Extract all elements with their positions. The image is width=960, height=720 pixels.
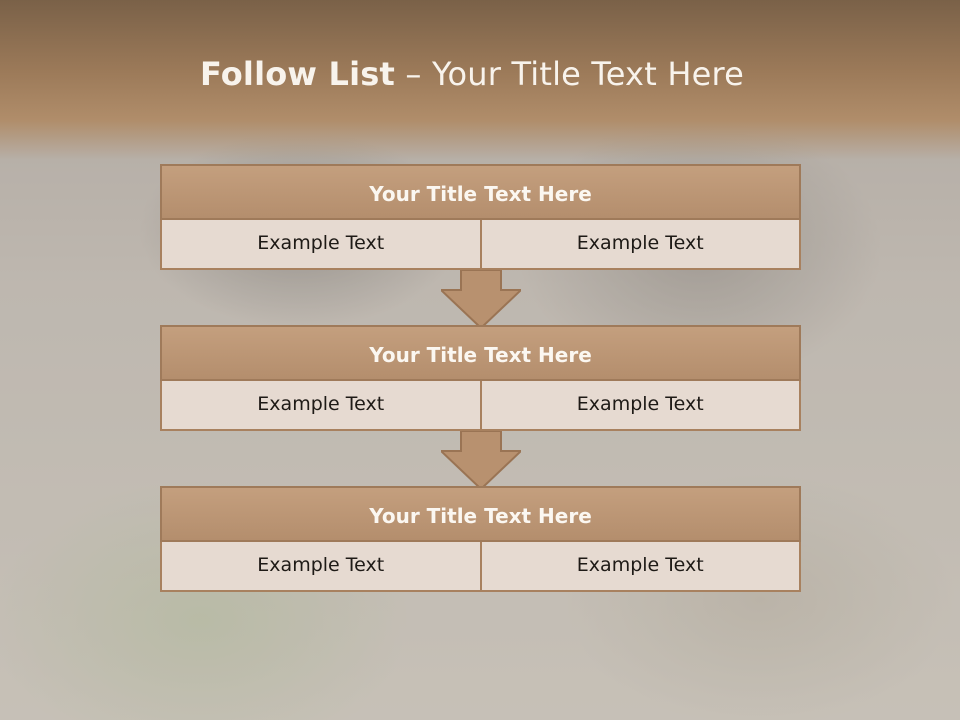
list-block-2: Your Title Text Here Example Text Exampl… — [160, 325, 801, 431]
block-row: Example Text Example Text — [160, 220, 801, 270]
block-cell-left: Example Text — [160, 542, 482, 592]
block-cell-left: Example Text — [160, 381, 482, 431]
block-cell-right: Example Text — [481, 542, 801, 592]
slide-title-bold: Follow List — [199, 55, 396, 93]
block-title: Your Title Text Here — [160, 164, 801, 220]
block-title: Your Title Text Here — [160, 325, 801, 381]
list-block-1: Your Title Text Here Example Text Exampl… — [160, 164, 801, 270]
block-cell-right: Example Text — [481, 381, 801, 431]
down-arrow-icon — [441, 431, 521, 489]
block-row: Example Text Example Text — [160, 381, 801, 431]
header-band — [0, 0, 960, 160]
slide-title-rest: – Your Title Text Here — [395, 55, 745, 93]
down-arrow-icon — [441, 270, 521, 328]
block-cell-right: Example Text — [481, 220, 801, 270]
list-block-3: Your Title Text Here Example Text Exampl… — [160, 486, 801, 592]
slide-title: Follow List – Your Title Text Here — [0, 55, 944, 93]
block-cell-left: Example Text — [160, 220, 482, 270]
block-row: Example Text Example Text — [160, 542, 801, 592]
block-title: Your Title Text Here — [160, 486, 801, 542]
